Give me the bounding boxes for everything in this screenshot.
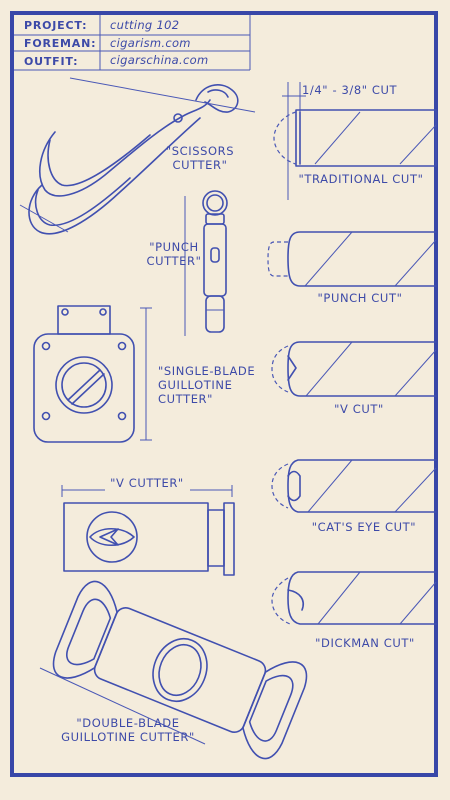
double-blade-guillotine-label: "DOUBLE-BLADE GUILLOTINE CUTTER" (61, 716, 195, 744)
foreman-value: cigarism.com (110, 36, 191, 50)
punch-cutter-drawing (184, 190, 228, 336)
outfit-key: OUTFIT: (24, 55, 79, 68)
cigar-v (271, 341, 437, 397)
cigar-traditional (273, 109, 437, 167)
cigar-punch (267, 231, 437, 287)
title-block (14, 15, 251, 71)
cats-eye-cut-label: "CAT'S EYE CUT" (311, 520, 417, 534)
traditional-cut-label: "TRADITIONAL CUT" (298, 172, 424, 186)
punch-cut-label: "PUNCH CUT" (317, 291, 403, 305)
dickman-cut-label: "DICKMAN CUT" (315, 636, 415, 650)
sheet-border (10, 11, 438, 777)
scissors-cutter-label: "SCISSORS CUTTER" (165, 144, 235, 172)
v-cut-label: "V CUT" (334, 402, 384, 416)
punch-cutter-label: "PUNCH CUTTER" (146, 240, 202, 268)
cut-dimension-label: 1/4" - 3/8" CUT (302, 83, 398, 97)
outfit-value: cigarschina.com (110, 53, 209, 67)
foreman-key: FOREMAN: (24, 37, 97, 50)
cut-dimension-marker (282, 82, 306, 200)
v-cutter-drawing (61, 485, 235, 576)
single-blade-guillotine-label: "SINGLE-BLADE GUILLOTINE CUTTER" (158, 364, 256, 406)
v-cutter-label: "V CUTTER" (110, 476, 184, 490)
double-blade-guillotine-drawing (39, 580, 308, 760)
project-key: PROJECT: (24, 19, 88, 32)
cigar-dickman (271, 571, 437, 625)
project-value: cutting 102 (110, 18, 180, 32)
scissors-cutter-drawing (19, 77, 256, 235)
single-blade-guillotine-drawing (33, 305, 152, 443)
cigar-cats-eye (271, 459, 437, 513)
